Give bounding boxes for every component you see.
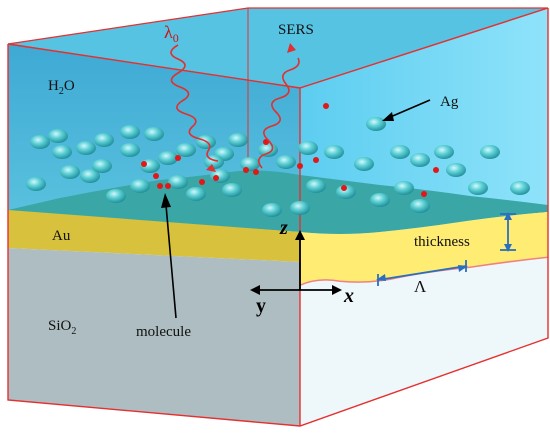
- period-arrow-right: [458, 265, 468, 272]
- silver-nanoparticle: [290, 201, 310, 215]
- axis-z-label: z: [279, 217, 288, 239]
- silver-nanoparticle: [336, 185, 356, 199]
- molecule-pointer-line: [165, 204, 177, 319]
- water-label: H2O: [48, 78, 75, 97]
- molecule-dot: [421, 191, 427, 197]
- silver-nanoparticle: [276, 155, 296, 169]
- ag-pointer-arrowhead: [382, 112, 394, 121]
- molecule-dot: [323, 103, 329, 109]
- silver-nanoparticle: [240, 157, 260, 171]
- silver-nanoparticle: [228, 133, 248, 147]
- x-axis-arrowhead: [332, 285, 342, 295]
- incident-photon-arrowhead: [206, 164, 216, 172]
- silver-nanoparticle: [298, 141, 318, 155]
- silver-nanoparticle: [186, 187, 206, 201]
- molecule-dots: [141, 103, 439, 197]
- silver-nanoparticle: [60, 165, 80, 179]
- molecule-dot: [199, 179, 205, 185]
- silver-nanoparticle: [158, 151, 178, 165]
- sers-photon-arrowhead: [287, 43, 296, 53]
- silver-nanoparticle: [354, 157, 374, 171]
- axis-x-label: x: [343, 285, 354, 307]
- y-axis-arrowhead: [250, 285, 260, 295]
- silica-front-face: [8, 248, 300, 426]
- silver-nanoparticle: [130, 179, 150, 193]
- silver-nanoparticle: [80, 169, 100, 183]
- silver-nanoparticle: [48, 129, 68, 143]
- z-axis-arrowhead: [295, 230, 305, 240]
- molecule-dot: [141, 161, 147, 167]
- gold-side-face: [300, 212, 548, 286]
- incident-photon-wave: [170, 44, 219, 162]
- silver-nanoparticle: [394, 181, 414, 195]
- silver-nanoparticle: [168, 175, 188, 189]
- silver-nanoparticles: [26, 117, 530, 217]
- silver-nanoparticle: [30, 135, 50, 149]
- silver-nanoparticle: [120, 125, 140, 139]
- molecule-dot: [297, 163, 303, 169]
- silver-nanoparticle: [410, 153, 430, 167]
- molecule-dot: [157, 183, 163, 189]
- silver-nanoparticle: [120, 143, 140, 157]
- silver-nanoparticle: [410, 199, 430, 213]
- silver-nanoparticle: [262, 203, 282, 217]
- gold-front-face: [8, 210, 300, 262]
- silver-nanoparticle: [144, 127, 164, 141]
- coordinate-axes: [256, 236, 336, 291]
- silver-nanoparticle: [222, 183, 242, 197]
- molecule-dot: [433, 167, 439, 173]
- ag-pointer-line: [387, 99, 431, 119]
- lambda-label: λ0: [164, 22, 179, 45]
- silver-nanoparticle: [92, 159, 112, 173]
- silver-nanoparticle: [258, 143, 278, 157]
- molecule-dot: [243, 167, 249, 173]
- silver-nanoparticle: [94, 133, 114, 147]
- molecule-dot: [341, 185, 347, 191]
- silver-nanoparticle: [176, 143, 196, 157]
- period-arrow-left: [376, 274, 386, 281]
- silver-nanoparticle: [306, 179, 326, 193]
- molecule-label: molecule: [136, 324, 191, 340]
- silver-nanoparticle: [106, 189, 126, 203]
- sers-photon-wave: [258, 57, 300, 169]
- molecule-dot: [213, 175, 219, 181]
- silica-side-face: [300, 258, 548, 426]
- silver-nanoparticle: [366, 117, 386, 131]
- silver-nanoparticle: [434, 145, 454, 159]
- thickness-arrow-up: [504, 212, 512, 220]
- thickness-label: thickness: [414, 234, 470, 250]
- silver-nanoparticle: [510, 181, 530, 195]
- silver-nanoparticle: [324, 145, 344, 159]
- silver-nanoparticle: [370, 193, 390, 207]
- silver-label: Ag: [440, 94, 459, 110]
- molecule-pointer-arrowhead: [161, 193, 171, 208]
- silver-nanoparticle: [26, 177, 46, 191]
- silver-nanoparticle: [52, 145, 72, 159]
- molecule-dot: [253, 169, 259, 175]
- molecule-dot: [313, 157, 319, 163]
- silver-nanoparticle: [204, 155, 224, 169]
- molecule-dot: [175, 155, 181, 161]
- silver-nanoparticle: [446, 163, 466, 177]
- silver-nanoparticle: [390, 145, 410, 159]
- period-label: Λ: [414, 277, 427, 296]
- gold-label: Au: [52, 228, 71, 244]
- silver-nanoparticle: [76, 141, 96, 155]
- silica-label: SiO2: [48, 318, 76, 337]
- silver-nanoparticle: [468, 181, 488, 195]
- molecule-dot: [153, 173, 159, 179]
- thickness-arrow-down: [504, 244, 512, 252]
- molecule-dot: [165, 183, 171, 189]
- silver-nanoparticle: [480, 145, 500, 159]
- sers-label: SERS: [278, 22, 314, 38]
- axis-y-label: y: [256, 295, 266, 317]
